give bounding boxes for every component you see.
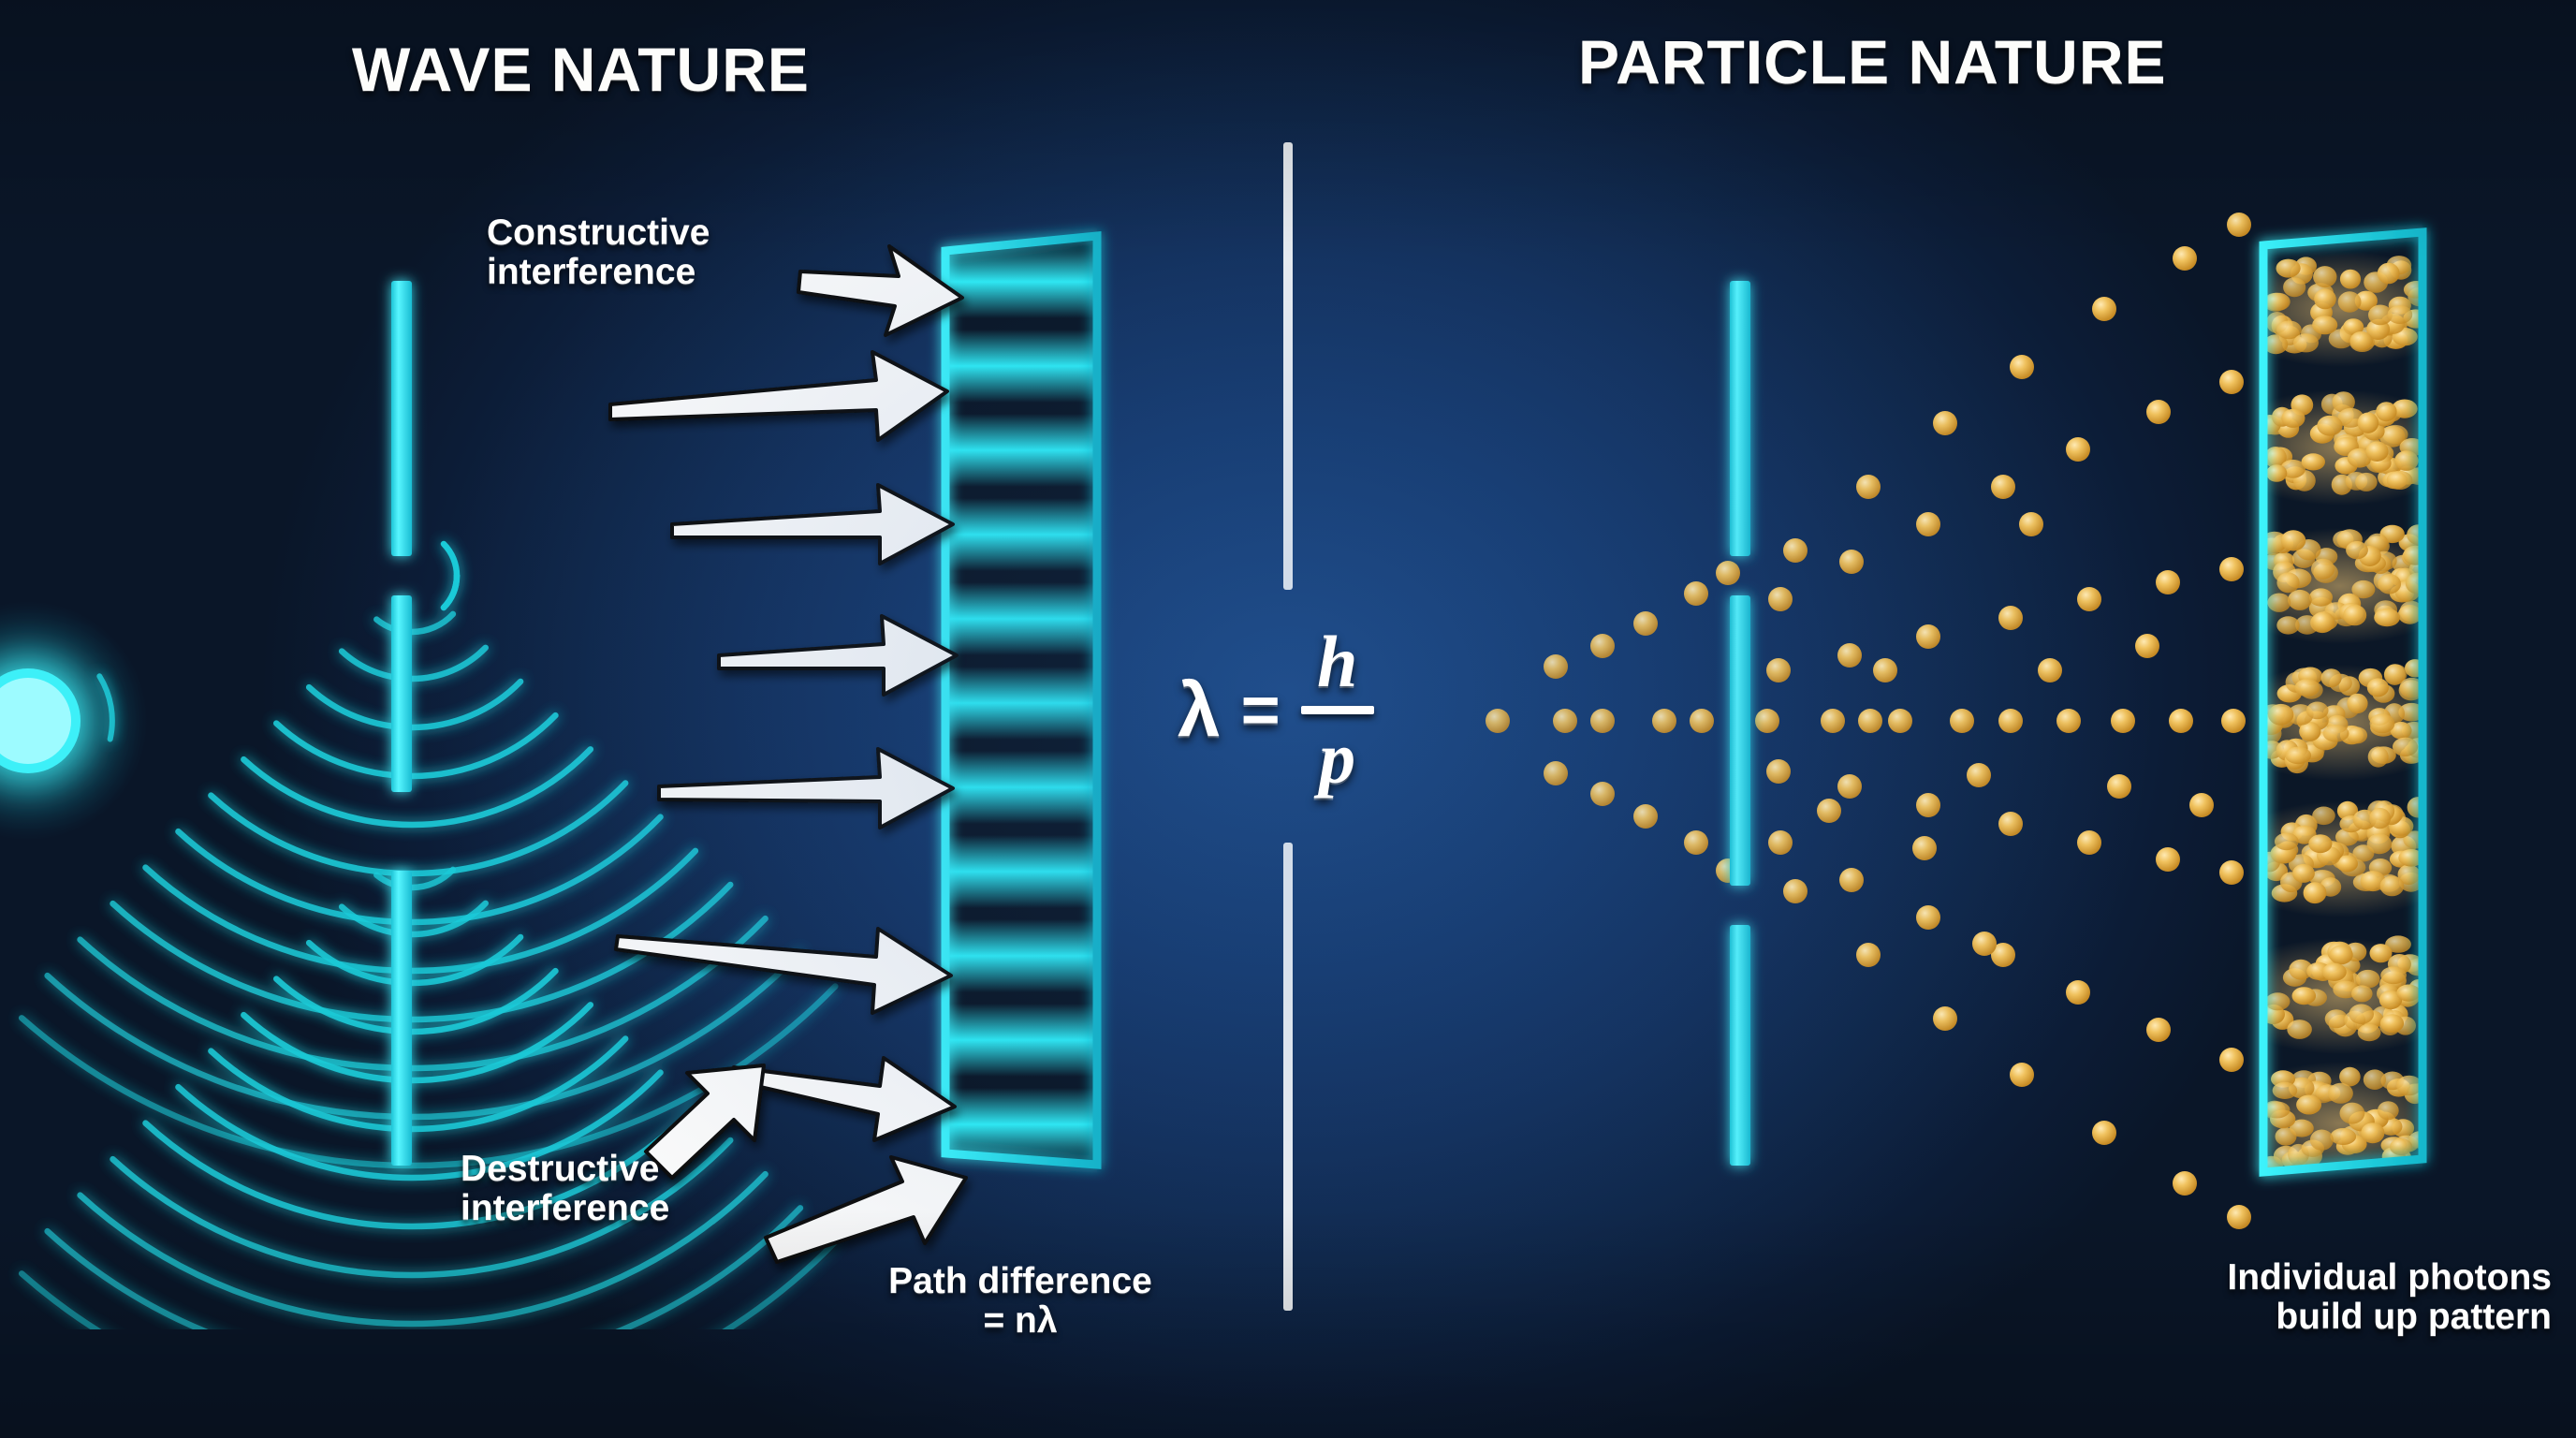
right-screen — [2259, 227, 2427, 1177]
panel-title-particle: PARTICLE NATURE — [1578, 27, 2167, 96]
label-path-difference-line2: = nλ — [983, 1299, 1058, 1341]
left-barrier — [391, 281, 412, 1166]
equation-lambda: λ — [1178, 667, 1221, 753]
photon-dots — [1486, 213, 2251, 1229]
arrow-5 — [614, 927, 953, 1015]
equation-equals: = — [1240, 672, 1281, 748]
interference-fringes — [945, 245, 1097, 1161]
label-destructive-line2: interference — [461, 1187, 670, 1228]
arrow-2 — [670, 483, 955, 565]
arrow-constructive-pointer — [797, 244, 964, 337]
label-constructive-line2: interference — [487, 251, 696, 292]
label-destructive-interference: Destructive interference — [461, 1150, 669, 1227]
wave-direction-arrows — [608, 244, 968, 1264]
label-constructive-line1: Constructive — [487, 213, 710, 253]
center-divider — [1283, 142, 1293, 1311]
arrow-destructive-pointer — [644, 1064, 766, 1180]
arrow-1 — [608, 350, 949, 442]
label-path-difference-line1: Path difference — [888, 1261, 1152, 1301]
equation-denominator: p — [1319, 717, 1356, 799]
equation-fraction: h p — [1300, 621, 1374, 799]
label-photons-line1: Individual photons — [2227, 1257, 2552, 1298]
left-screen — [941, 231, 1102, 1169]
right-barrier — [1730, 281, 1750, 1166]
arrow-7 — [764, 1155, 968, 1264]
panel-title-wave: WAVE NATURE — [352, 35, 810, 104]
arrow-6 — [730, 1056, 957, 1142]
label-constructive-interference: Constructive interference — [487, 213, 710, 291]
equation-fraction-bar — [1300, 706, 1374, 714]
arrow-4 — [657, 747, 955, 829]
label-photons-line2: build up pattern — [2276, 1296, 2552, 1337]
equation-numerator: h — [1316, 621, 1358, 702]
arrow-3 — [717, 614, 959, 697]
label-path-difference: Path difference = nλ — [805, 1262, 1236, 1340]
de-broglie-equation: λ = h p — [1178, 625, 1374, 795]
label-individual-photons: Individual photons build up pattern — [2046, 1258, 2552, 1336]
label-destructive-line1: Destructive — [461, 1149, 660, 1189]
light-source — [0, 601, 148, 841]
